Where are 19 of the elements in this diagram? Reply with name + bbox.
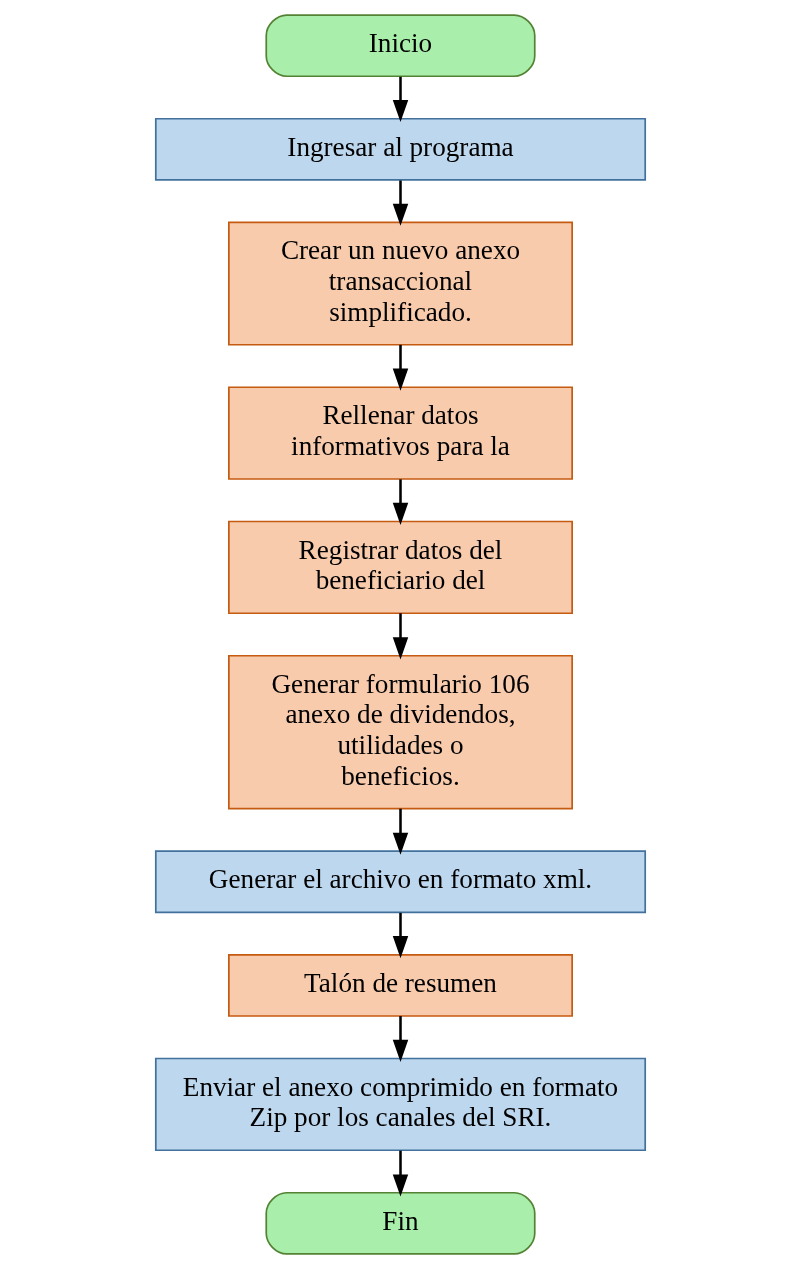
arrow: [392, 1150, 409, 1197]
node-box: Fin: [265, 1191, 536, 1255]
arrow: [392, 912, 409, 959]
node-box: Enviar el anexo comprimido en formato Zip por los canales del SRI.: [154, 1057, 647, 1152]
node-box: Registrar datos del beneficiario del: [228, 520, 573, 615]
arrow: [392, 76, 409, 123]
arrow: [392, 180, 409, 226]
node-box: Inicio: [265, 14, 536, 78]
node-box: Generar el archivo en formato xml.: [154, 850, 647, 914]
node-box: Ingresar al programa: [154, 117, 647, 181]
arrow: [392, 808, 409, 855]
arrow: [392, 1016, 409, 1062]
node-box: Rellenar datos informativos para la: [228, 386, 573, 480]
arrow: [392, 613, 409, 660]
node-box: Talón de resumen: [228, 953, 573, 1017]
arrow: [392, 479, 409, 525]
node-box: Generar formulario 106 anexo de dividendos, utilidades o beneficios.: [228, 654, 573, 810]
node-box: Crear un nuevo anexo transaccional simplificado.: [228, 221, 573, 346]
arrow: [392, 344, 409, 391]
